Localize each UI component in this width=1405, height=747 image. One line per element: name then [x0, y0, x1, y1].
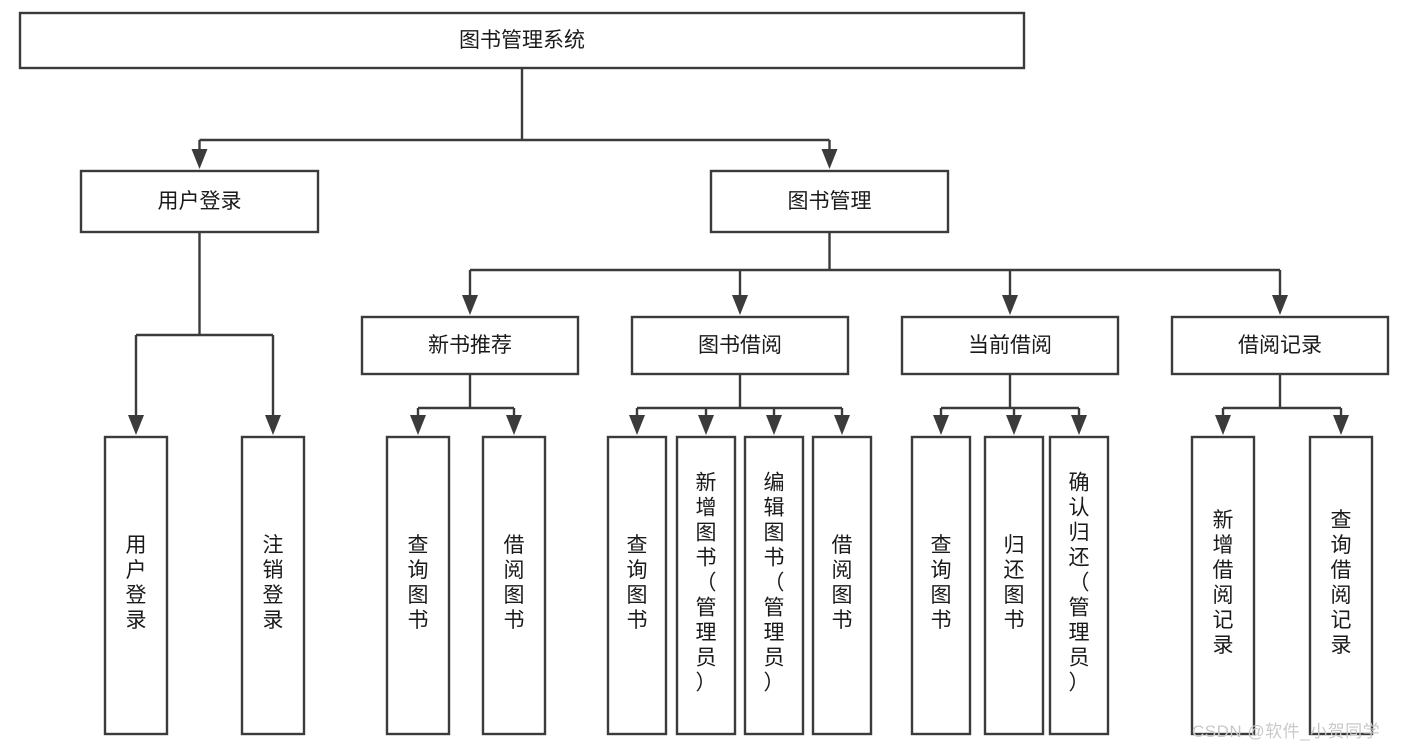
arrow-head-icon-leaf-borrow-book-2: [834, 415, 850, 435]
node-label-leaf-query-record: 查询借阅记录: [1331, 509, 1352, 657]
arrow-head-icon-leaf-logout: [265, 415, 281, 435]
node-label-leaf-query-book-2: 查询图书: [627, 534, 648, 632]
node-label-current-borrow: 当前借阅: [968, 334, 1052, 357]
node-label-leaf-borrow-book-1: 借阅图书: [504, 534, 525, 632]
node-box-leaf-add-book[interactable]: [675, 435, 737, 736]
arrow-head-icon-new-book-recommend: [462, 295, 478, 315]
node-box-leaf-query-record[interactable]: [1308, 435, 1374, 736]
node-leaf-add-record[interactable]: 新增借阅记录: [1190, 435, 1256, 736]
arrow-head-icon-book-management: [821, 149, 838, 169]
node-label-leaf-logout: 注销登录: [263, 534, 284, 632]
node-current-borrow[interactable]: 当前借阅: [900, 315, 1120, 376]
node-leaf-logout[interactable]: 注销登录: [240, 435, 306, 736]
node-leaf-query-book-3[interactable]: 查询图书: [910, 435, 972, 736]
node-box-leaf-query-book-1[interactable]: [385, 435, 451, 736]
arrow-head-icon-leaf-query-record: [1333, 415, 1349, 435]
node-label-borrow-records: 借阅记录: [1238, 334, 1322, 357]
node-label-leaf-edit-book: 编辑图书（管理员）: [764, 472, 785, 695]
node-box-leaf-borrow-book-2[interactable]: [811, 435, 873, 736]
node-box-leaf-confirm-return[interactable]: [1048, 435, 1110, 736]
node-label-book-management: 图书管理: [788, 190, 872, 213]
arrow-head-icon-leaf-query-book-1: [410, 415, 426, 435]
node-label-leaf-return-book: 归还图书: [1004, 534, 1025, 632]
arrow-head-icon-user-login: [191, 149, 208, 169]
node-box-current-borrow[interactable]: [900, 315, 1120, 376]
node-box-leaf-borrow-book-1[interactable]: [481, 435, 547, 736]
node-label-leaf-user-login: 用户登录: [126, 534, 147, 632]
node-label-book-borrow: 图书借阅: [698, 334, 782, 357]
arrow-head-icon-current-borrow: [1002, 295, 1018, 315]
node-box-leaf-logout[interactable]: [240, 435, 306, 736]
node-label-leaf-add-book: 新增图书（管理员）: [696, 472, 717, 695]
node-root[interactable]: 图书管理系统: [18, 11, 1026, 70]
node-leaf-add-book[interactable]: 新增图书（管理员）: [675, 435, 737, 736]
node-book-management[interactable]: 图书管理: [709, 169, 950, 234]
arrow-head-icon-borrow-records: [1272, 295, 1288, 315]
arrow-head-icon-book-borrow: [732, 295, 748, 315]
arrow-head-icon-leaf-add-book: [698, 415, 714, 435]
arrow-head-icon-leaf-edit-book: [766, 415, 782, 435]
node-box-new-book-recommend[interactable]: [360, 315, 580, 376]
node-new-book-recommend[interactable]: 新书推荐: [360, 315, 580, 376]
node-borrow-records[interactable]: 借阅记录: [1170, 315, 1390, 376]
node-label-leaf-query-book-3: 查询图书: [931, 534, 952, 632]
arrow-head-icon-leaf-confirm-return: [1071, 415, 1087, 435]
node-layer: 图书管理系统用户登录图书管理新书推荐图书借阅当前借阅借阅记录用户登录注销登录查询…: [18, 11, 1390, 736]
arrow-head-icon-leaf-return-book: [1006, 415, 1022, 435]
node-leaf-query-book-1[interactable]: 查询图书: [385, 435, 451, 736]
node-leaf-edit-book[interactable]: 编辑图书（管理员）: [743, 435, 805, 736]
node-box-leaf-return-book[interactable]: [983, 435, 1045, 736]
connector-layer: [128, 68, 1349, 435]
node-box-leaf-query-book-2[interactable]: [606, 435, 668, 736]
node-label-leaf-query-book-1: 查询图书: [408, 534, 429, 632]
node-box-leaf-edit-book[interactable]: [743, 435, 805, 736]
node-label-user-login: 用户登录: [158, 190, 242, 213]
node-box-leaf-query-book-3[interactable]: [910, 435, 972, 736]
node-leaf-user-login[interactable]: 用户登录: [103, 435, 169, 736]
node-box-user-login[interactable]: [79, 169, 320, 234]
node-label-root: 图书管理系统: [459, 29, 585, 52]
arrow-head-icon-leaf-query-book-2: [629, 415, 645, 435]
node-label-leaf-borrow-book-2: 借阅图书: [832, 534, 853, 632]
node-box-leaf-user-login[interactable]: [103, 435, 169, 736]
arrow-head-icon-leaf-borrow-book-1: [506, 415, 522, 435]
arrow-head-icon-leaf-add-record: [1215, 415, 1231, 435]
node-leaf-borrow-book-1[interactable]: 借阅图书: [481, 435, 547, 736]
node-leaf-confirm-return[interactable]: 确认归还（管理员）: [1048, 435, 1110, 736]
node-leaf-query-record[interactable]: 查询借阅记录: [1308, 435, 1374, 736]
node-label-leaf-add-record: 新增借阅记录: [1213, 509, 1234, 657]
node-leaf-return-book[interactable]: 归还图书: [983, 435, 1045, 736]
node-leaf-query-book-2[interactable]: 查询图书: [606, 435, 668, 736]
csdn-watermark: CSDN @软件_小贺同学: [1192, 722, 1381, 741]
node-label-new-book-recommend: 新书推荐: [428, 334, 512, 357]
arrow-head-icon-leaf-user-login: [128, 415, 144, 435]
node-leaf-borrow-book-2[interactable]: 借阅图书: [811, 435, 873, 736]
node-box-borrow-records[interactable]: [1170, 315, 1390, 376]
arrow-head-icon-leaf-query-book-3: [933, 415, 949, 435]
node-box-book-borrow[interactable]: [630, 315, 850, 376]
node-box-root[interactable]: [18, 11, 1026, 70]
node-label-leaf-confirm-return: 确认归还（管理员）: [1069, 472, 1090, 695]
node-box-book-management[interactable]: [709, 169, 950, 234]
node-book-borrow[interactable]: 图书借阅: [630, 315, 850, 376]
node-box-leaf-add-record[interactable]: [1190, 435, 1256, 736]
node-user-login[interactable]: 用户登录: [79, 169, 320, 234]
